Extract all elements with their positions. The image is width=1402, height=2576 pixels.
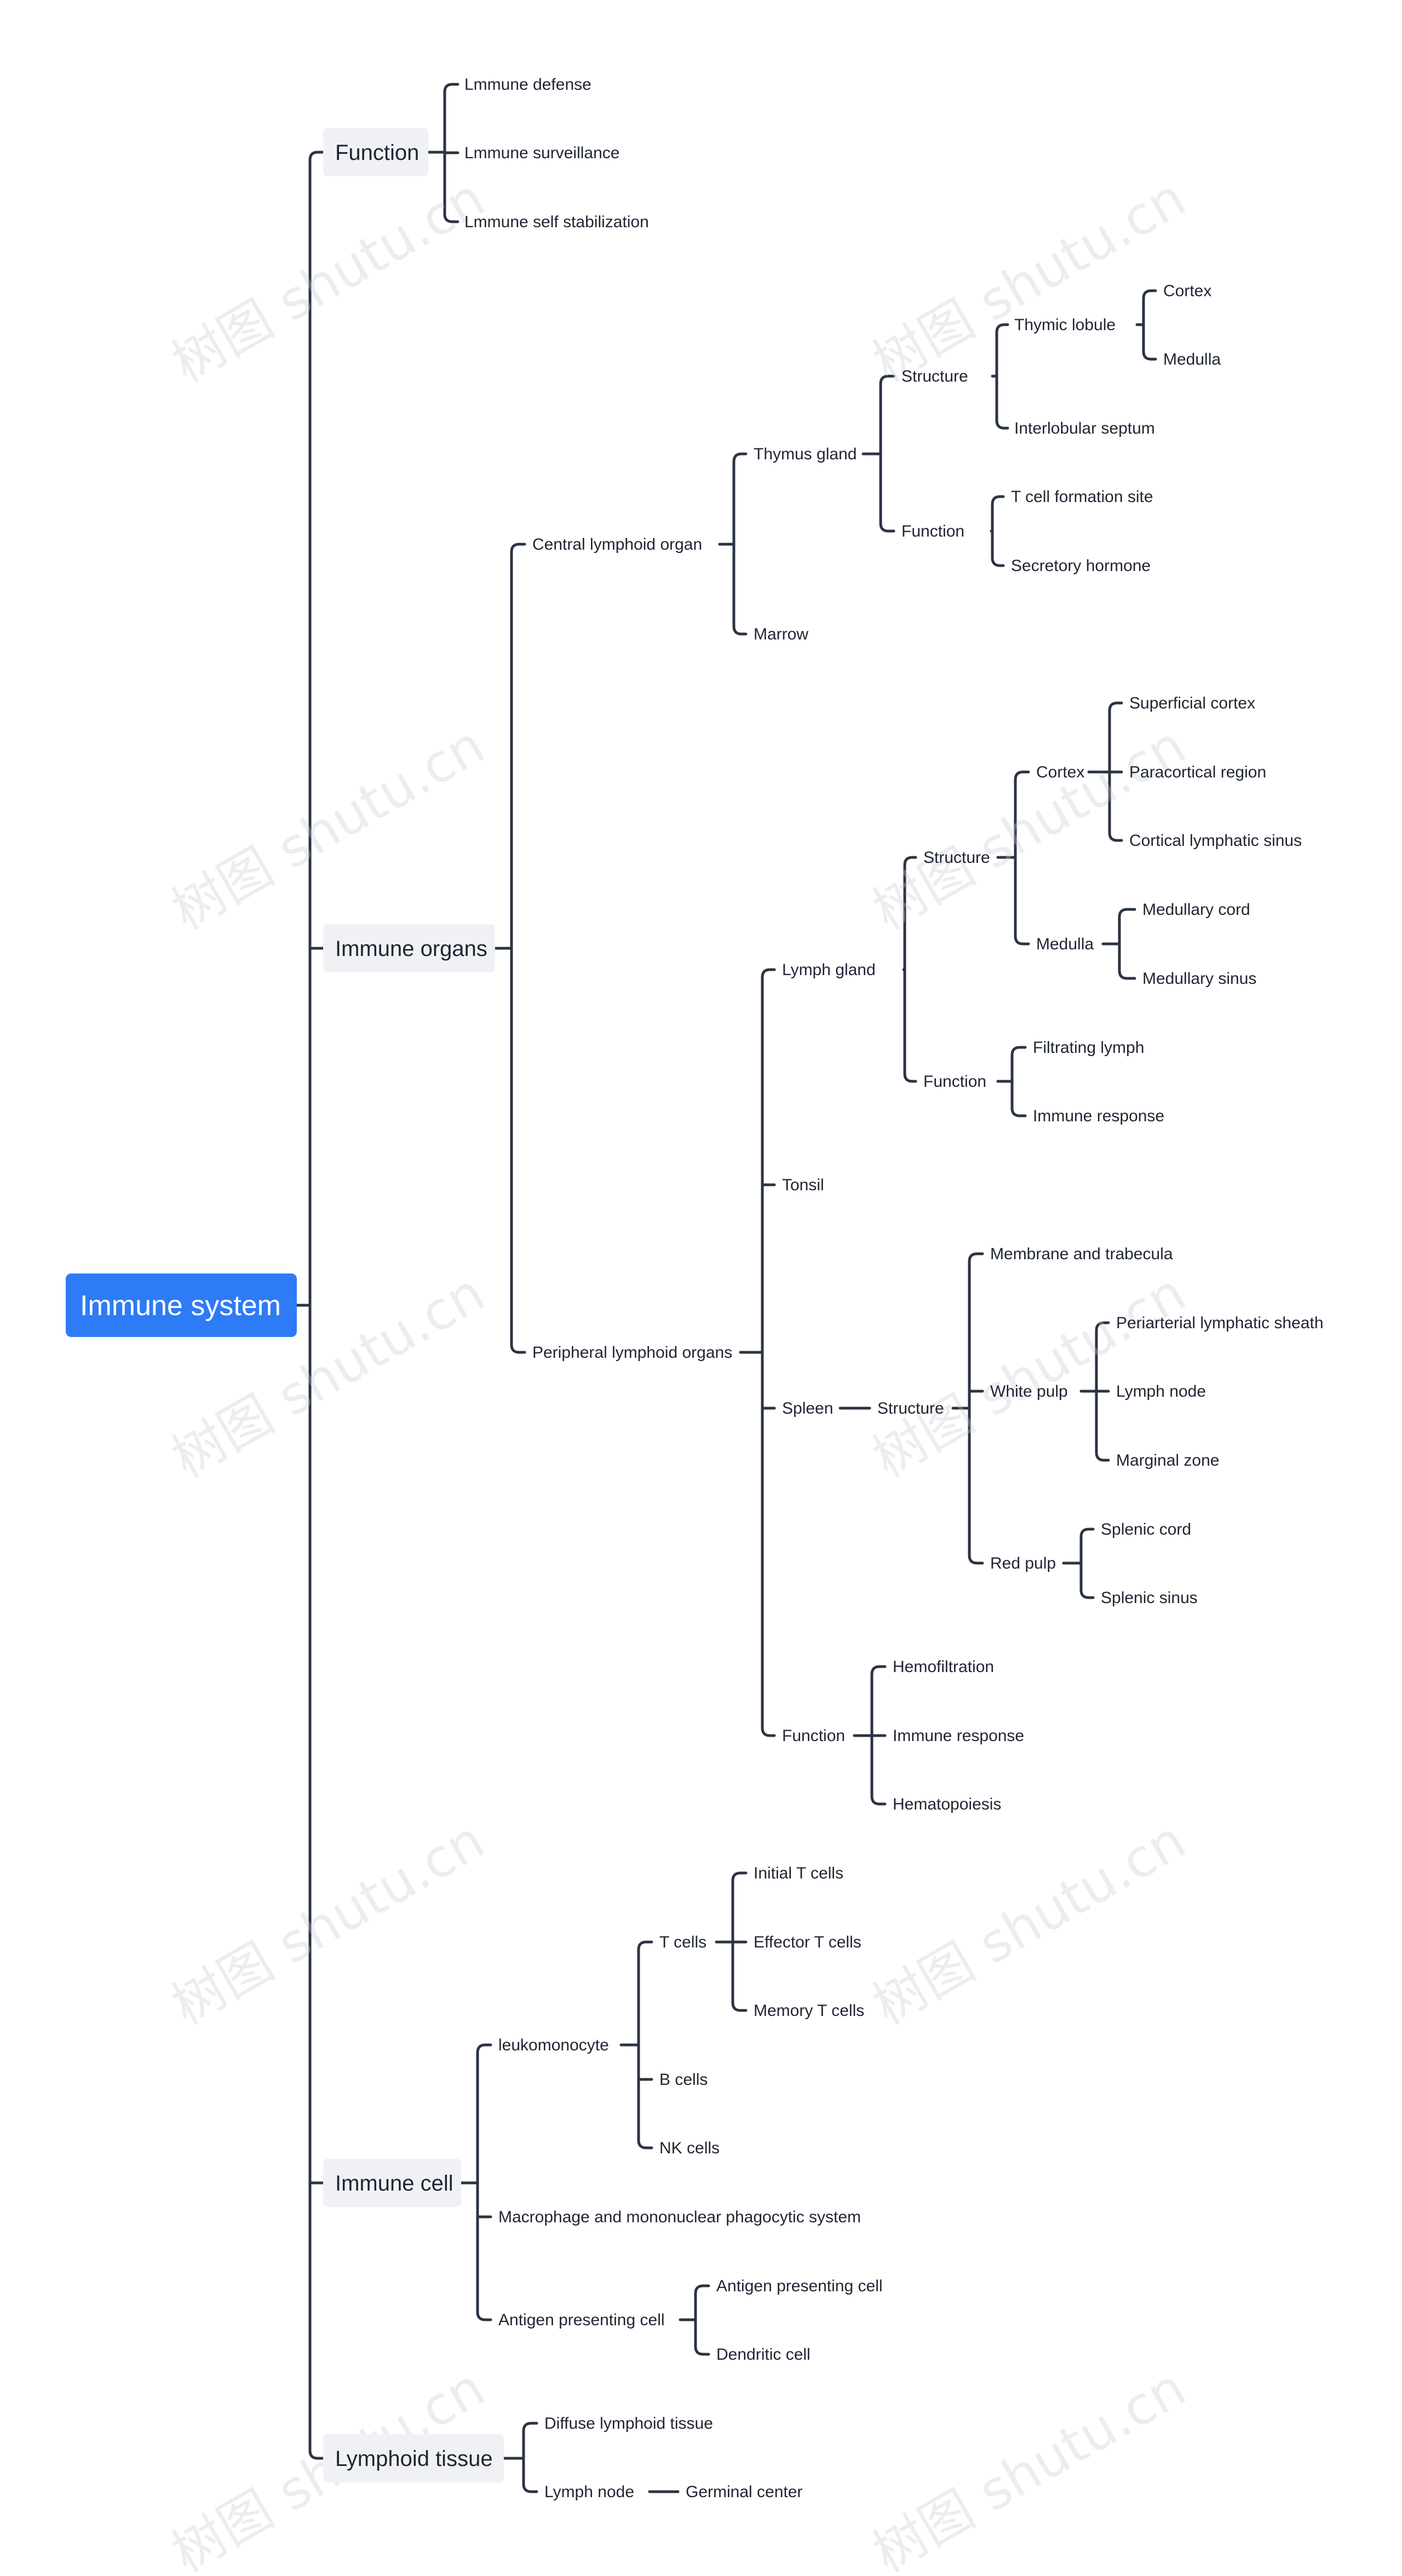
root-topic-box[interactable]: [66, 1273, 297, 1337]
topic-lymph-structure[interactable]: Structure: [923, 849, 990, 867]
topic-effector-t-cells[interactable]: Effector T cells: [754, 1933, 861, 1951]
topic-membrane-and-trabecula[interactable]: Membrane and trabecula: [990, 1245, 1173, 1263]
topic-macrophage-system[interactable]: Macrophage and mononuclear phagocytic sy…: [498, 2208, 861, 2226]
connector-line: [968, 1252, 984, 1565]
topic-lymph-function[interactable]: Function: [923, 1073, 986, 1091]
branch-function-box[interactable]: [323, 128, 428, 176]
topic-peripheral-lymphoid-organs[interactable]: Peripheral lymphoid organs: [532, 1344, 732, 1362]
watermark: 树图 shutu.cn: [162, 1809, 495, 2037]
topic-antigen-presenting-cell[interactable]: Antigen presenting cell: [498, 2311, 665, 2329]
connector-line: [637, 1940, 653, 2149]
topic-marrow[interactable]: Marrow: [754, 625, 808, 643]
connector-line: [903, 856, 917, 1083]
topic-hematopoiesis[interactable]: Hematopoiesis: [893, 1795, 1001, 1813]
connector-line: [522, 2422, 538, 2493]
connector-line: [995, 323, 1009, 430]
topic-hemofiltration[interactable]: Hemofiltration: [893, 1658, 994, 1676]
watermark: 树图 shutu.cn: [162, 714, 495, 942]
branch-immune-cell[interactable]: Immune cell: [335, 2171, 453, 2195]
topic-lymph-gland[interactable]: Lymph gland: [782, 961, 876, 979]
topic-diffuse-lymphoid-tissue[interactable]: Diffuse lymphoid tissue: [544, 2414, 713, 2433]
branch-lymphoid-tissue-box[interactable]: [323, 2434, 504, 2482]
topic-lymph-cortex[interactable]: Cortex: [1036, 763, 1084, 781]
connector-line: [732, 452, 748, 636]
topic-thymus-function[interactable]: Function: [901, 522, 964, 540]
topic-thymic-lobule[interactable]: Thymic lobule: [1014, 316, 1116, 334]
connector-lines: [295, 83, 1157, 2493]
topic-thymic-cortex[interactable]: Cortex: [1163, 282, 1211, 300]
branch-function[interactable]: Function: [335, 141, 419, 165]
connector-line: [1079, 1528, 1095, 1599]
topic-lymph-medulla[interactable]: Medulla: [1036, 935, 1094, 953]
connector-line: [1142, 289, 1157, 361]
topic-secretory-hormone[interactable]: Secretory hormone: [1011, 557, 1151, 575]
topic-lymph-immune-response[interactable]: Immune response: [1033, 1107, 1164, 1125]
topic-immune-defense[interactable]: Lmmune defense: [464, 76, 591, 94]
topic-thymic-medulla[interactable]: Medulla: [1163, 350, 1221, 368]
root-topic[interactable]: Immune system: [80, 1290, 281, 1322]
watermark: 树图 shutu.cn: [863, 2357, 1196, 2576]
topic-b-cells[interactable]: B cells: [659, 2071, 708, 2089]
connector-line: [991, 495, 1005, 567]
connector-line: [1014, 770, 1030, 946]
branch-immune-organs[interactable]: Immune organs: [335, 937, 487, 961]
topic-thymus-structure[interactable]: Structure: [901, 367, 968, 385]
topic-central-lymphoid-organ[interactable]: Central lymphoid organ: [532, 535, 702, 554]
topic-medullary-cord[interactable]: Medullary cord: [1142, 901, 1250, 919]
topic-leukomonocyte[interactable]: leukomonocyte: [498, 2036, 609, 2054]
topic-paracortical-region[interactable]: Paracortical region: [1129, 763, 1266, 781]
topic-nodes: Immune system Function Immune organs Imm…: [66, 76, 1324, 2501]
topic-splenic-cord[interactable]: Splenic cord: [1101, 1520, 1191, 1538]
topic-lymph-node[interactable]: Lymph node: [544, 2483, 634, 2501]
topic-spleen[interactable]: Spleen: [782, 1399, 833, 1417]
topic-antigen-presenting-cell-child[interactable]: Antigen presenting cell: [716, 2277, 883, 2295]
connector-line: [879, 374, 895, 533]
topic-spleen-lymph-node[interactable]: Lymph node: [1116, 1382, 1206, 1401]
topic-peripheral-function[interactable]: Function: [782, 1727, 845, 1745]
topic-superficial-cortex[interactable]: Superficial cortex: [1129, 694, 1255, 712]
topic-thymus-gland[interactable]: Thymus gland: [754, 445, 857, 463]
topic-peripheral-immune-response[interactable]: Immune response: [893, 1727, 1024, 1745]
branch-immune-cell-box[interactable]: [323, 2159, 461, 2207]
topic-red-pulp[interactable]: Red pulp: [990, 1554, 1056, 1572]
topic-immune-surveillance[interactable]: Lmmune surveillance: [464, 144, 619, 162]
topic-initial-t-cells[interactable]: Initial T cells: [754, 1864, 843, 1882]
topic-filtrating-lymph[interactable]: Filtrating lymph: [1033, 1039, 1144, 1057]
connector-line: [1010, 1046, 1027, 1117]
topic-t-cells[interactable]: T cells: [659, 1933, 706, 1951]
topic-t-cell-formation-site[interactable]: T cell formation site: [1011, 488, 1153, 506]
connector-line: [694, 2284, 710, 2356]
topic-splenic-sinus[interactable]: Splenic sinus: [1101, 1589, 1198, 1607]
topic-interlobular-septum[interactable]: Interlobular septum: [1014, 419, 1155, 437]
watermark: 树图 shutu.cn: [162, 167, 495, 394]
topic-spleen-structure[interactable]: Structure: [877, 1399, 944, 1417]
topic-tonsil[interactable]: Tonsil: [782, 1176, 824, 1194]
connector-line: [476, 2043, 492, 2321]
topic-periarterial-lymphatic-sheath[interactable]: Periarterial lymphatic sheath: [1116, 1314, 1324, 1332]
topic-nk-cells[interactable]: NK cells: [659, 2139, 720, 2157]
connector-line: [510, 543, 526, 1354]
topic-immune-self-stabilization[interactable]: Lmmune self stabilization: [464, 213, 649, 231]
branch-lymphoid-tissue[interactable]: Lymphoid tissue: [335, 2447, 493, 2471]
topic-memory-t-cells[interactable]: Memory T cells: [754, 2002, 864, 2020]
watermark: 树图 shutu.cn: [863, 1809, 1196, 2037]
topic-white-pulp[interactable]: White pulp: [990, 1382, 1068, 1401]
connector-line: [761, 968, 776, 1737]
topic-medullary-sinus[interactable]: Medullary sinus: [1142, 970, 1256, 988]
topic-marginal-zone[interactable]: Marginal zone: [1116, 1451, 1219, 1469]
connector-line: [308, 151, 325, 2460]
topic-cortical-lymphatic-sinus[interactable]: Cortical lymphatic sinus: [1129, 832, 1302, 850]
watermark: 树图 shutu.cn: [863, 167, 1196, 394]
topic-dendritic-cell[interactable]: Dendritic cell: [716, 2346, 811, 2364]
connector-line: [1118, 908, 1136, 980]
branch-immune-organs-box[interactable]: [323, 924, 495, 972]
topic-germinal-center[interactable]: Germinal center: [686, 2483, 802, 2501]
